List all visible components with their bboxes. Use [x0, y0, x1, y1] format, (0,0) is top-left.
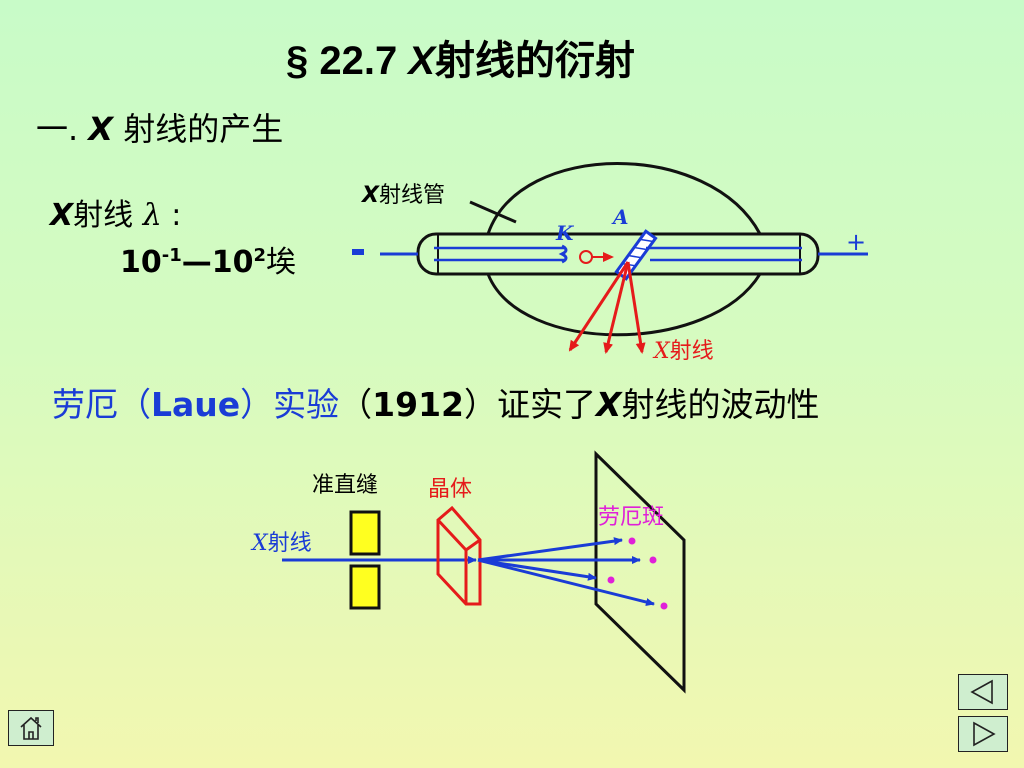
laue-spot: [660, 602, 668, 610]
diffracted-ray-1: [477, 537, 623, 562]
diffracted-ray-4: [477, 558, 655, 606]
laue-statement: 劳厄（Laue）实验（1912）证实了X射线的波动性: [52, 385, 820, 424]
wavelength-range: 10-1—102埃: [120, 245, 297, 280]
plus-sign: +: [846, 228, 866, 256]
cathode-filament: [558, 244, 568, 264]
laue-spot: [607, 576, 615, 584]
wavelength-label: X射线 λ :: [50, 198, 182, 233]
collimator-slit-lower: [349, 564, 381, 610]
tube-label: X射线管: [360, 183, 445, 208]
crystal-label: 晶体: [428, 477, 472, 502]
incident-xray-label: X射线: [250, 531, 312, 556]
xray-emitted-2: [603, 261, 630, 354]
home-button[interactable]: [8, 710, 54, 746]
tube-envelope: [486, 162, 762, 337]
diffracted-ray-3: [477, 558, 597, 581]
laue-spot: [628, 537, 636, 545]
collimator-slit-upper: [349, 510, 381, 556]
detector-screen: [594, 450, 686, 694]
electron-beam-source: [579, 250, 593, 264]
laue-spot: [649, 556, 657, 564]
laue-spots-label: 劳厄斑: [598, 505, 664, 530]
minus-sign: [352, 249, 364, 255]
previous-slide-button[interactable]: [958, 674, 1008, 710]
slit-label: 准直缝: [312, 473, 378, 498]
tube-label-leader: [469, 200, 517, 224]
xray-emitted-1: [568, 261, 630, 352]
xray-label: X射线: [652, 339, 714, 364]
home-icon: [20, 716, 42, 740]
xray-emitted-3: [626, 261, 646, 354]
next-slide-icon: [973, 721, 996, 747]
xray-tube-diagram: + X射线管 K A X射线: [352, 162, 868, 364]
section-heading: 一. X 射线的产生: [36, 110, 284, 148]
previous-slide-icon: [970, 679, 993, 705]
slide-title: § 22.7 X射线的衍射: [286, 39, 636, 83]
cathode-label: K: [555, 221, 575, 245]
anode-label: A: [611, 205, 629, 229]
next-slide-button[interactable]: [958, 716, 1008, 752]
laue-diagram: 准直缝 晶体 劳厄斑 X射线: [250, 450, 686, 694]
crystal: [436, 505, 482, 606]
